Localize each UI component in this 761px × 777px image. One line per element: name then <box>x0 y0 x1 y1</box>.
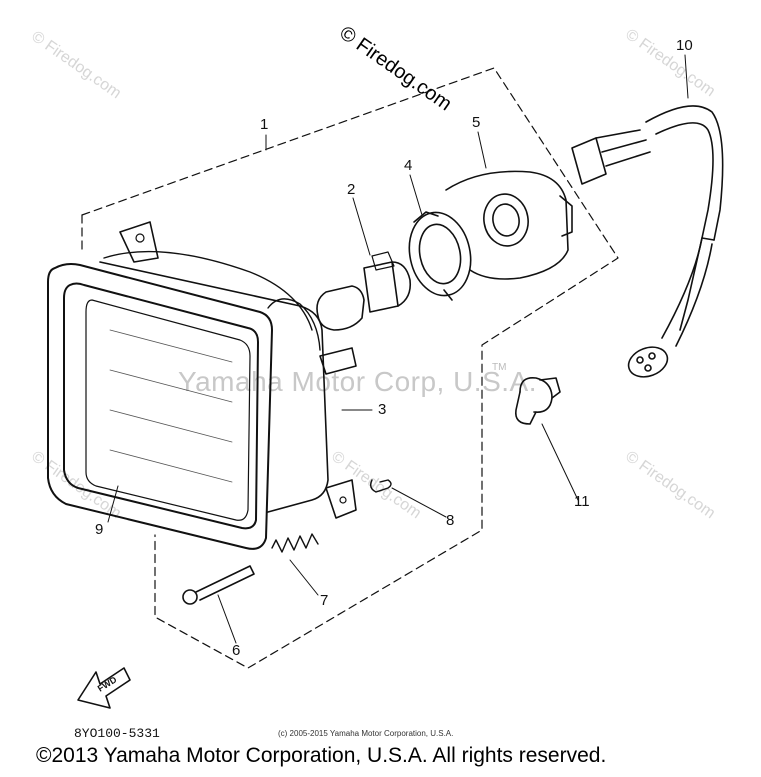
callout-10: 10 <box>676 37 693 54</box>
clamp-icon <box>514 376 561 425</box>
callout-9: 9 <box>95 521 104 538</box>
wire-harness-icon <box>571 105 724 378</box>
socket-ring-icon <box>408 211 472 301</box>
rubber-cover-icon <box>445 170 573 280</box>
callout-11: 11 <box>574 493 590 510</box>
callout-8: 8 <box>446 512 455 529</box>
screw-icon <box>182 565 255 605</box>
diagram-code: 8YO100-5331 <box>74 726 160 741</box>
callout-6: 6 <box>232 642 241 659</box>
fwd-label: FWD <box>96 674 119 694</box>
spring-icon <box>271 533 319 553</box>
callout-3: 3 <box>378 401 387 418</box>
callout-1: 1 <box>260 116 269 133</box>
watermark-yamaha-corp: Yamaha Motor Corp, U.S.A. <box>178 366 537 397</box>
callout-2: 2 <box>347 181 356 198</box>
assembly-boundary <box>81 67 619 669</box>
small-copyright: (c) 2005-2015 Yamaha Motor Corporation, … <box>278 729 454 738</box>
callout-4: 4 <box>404 157 413 174</box>
callout-5: 5 <box>472 114 481 131</box>
watermark-tm: TM <box>492 362 507 373</box>
forward-arrow-icon <box>77 667 131 709</box>
leader-lines <box>107 54 689 644</box>
clip-icon <box>369 479 392 493</box>
callout-7: 7 <box>320 592 329 609</box>
bulb-icon <box>316 251 412 331</box>
headlight-unit-icon <box>47 221 357 550</box>
footer-copyright: ©2013 Yamaha Motor Corporation, U.S.A. A… <box>36 744 607 767</box>
